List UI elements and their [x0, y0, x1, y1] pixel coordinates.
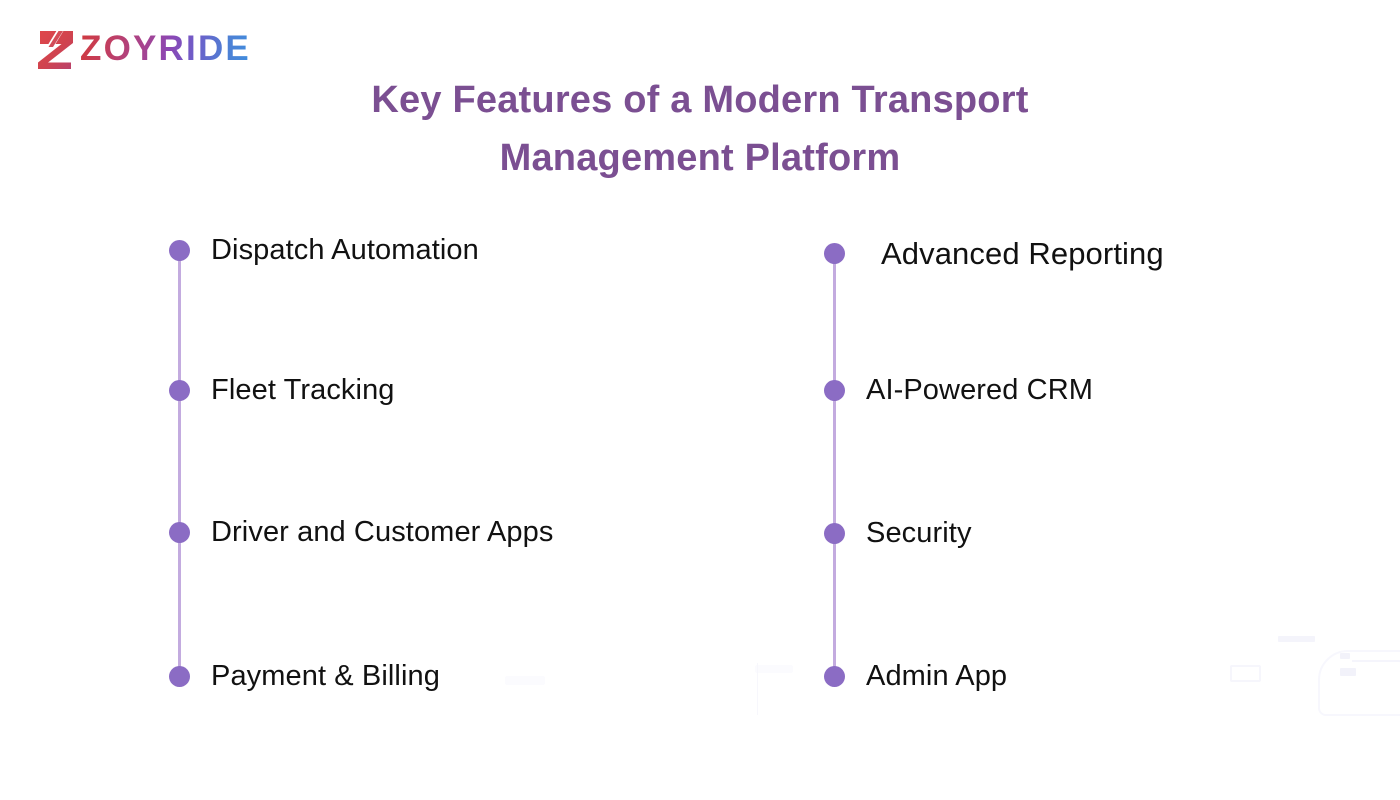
- list-item-label: AI-Powered CRM: [866, 374, 1094, 406]
- list-item-label: Admin App: [866, 660, 1008, 692]
- page-title-line-2: Management Platform: [499, 137, 901, 180]
- z-monogram-icon: [38, 30, 73, 69]
- list-item-label: Driver and Customer Apps: [211, 516, 554, 548]
- timeline-connector-line: [833, 254, 836, 680]
- list-item[interactable]: Driver and Customer Apps: [165, 518, 553, 547]
- page-title: Key Features of a Modern Transport Manag…: [280, 71, 1120, 187]
- bullet-dot-icon: [824, 243, 845, 264]
- list-item-label: Security: [866, 517, 972, 549]
- bullet-dot-icon: [169, 380, 190, 401]
- bullet-dot-icon: [824, 523, 845, 544]
- bullet-dot-icon: [824, 666, 845, 687]
- list-item[interactable]: Security: [820, 519, 972, 548]
- bullet-dot-icon: [169, 666, 190, 687]
- timeline-connector-line: [178, 254, 181, 680]
- list-item-label: Dispatch Automation: [211, 234, 479, 266]
- list-item[interactable]: Admin App: [820, 662, 1007, 691]
- page-title-line-1: Key Features of a Modern Transport: [371, 79, 1029, 122]
- list-item[interactable]: Fleet Tracking: [165, 376, 395, 405]
- list-item[interactable]: Advanced Reporting: [820, 238, 1164, 269]
- list-item-label: Advanced Reporting: [881, 236, 1164, 271]
- list-item[interactable]: Payment & Billing: [165, 662, 440, 691]
- list-item[interactable]: Dispatch Automation: [165, 236, 479, 265]
- list-item[interactable]: AI-Powered CRM: [820, 376, 1093, 405]
- bullet-dot-icon: [169, 240, 190, 261]
- list-item-label: Fleet Tracking: [211, 374, 395, 406]
- bullet-dot-icon: [824, 380, 845, 401]
- brand-wordmark: ZOYRIDE: [80, 28, 251, 68]
- list-item-label: Payment & Billing: [211, 660, 440, 692]
- brand-logo[interactable]: ZOYRIDE: [33, 20, 251, 74]
- bullet-dot-icon: [169, 522, 190, 543]
